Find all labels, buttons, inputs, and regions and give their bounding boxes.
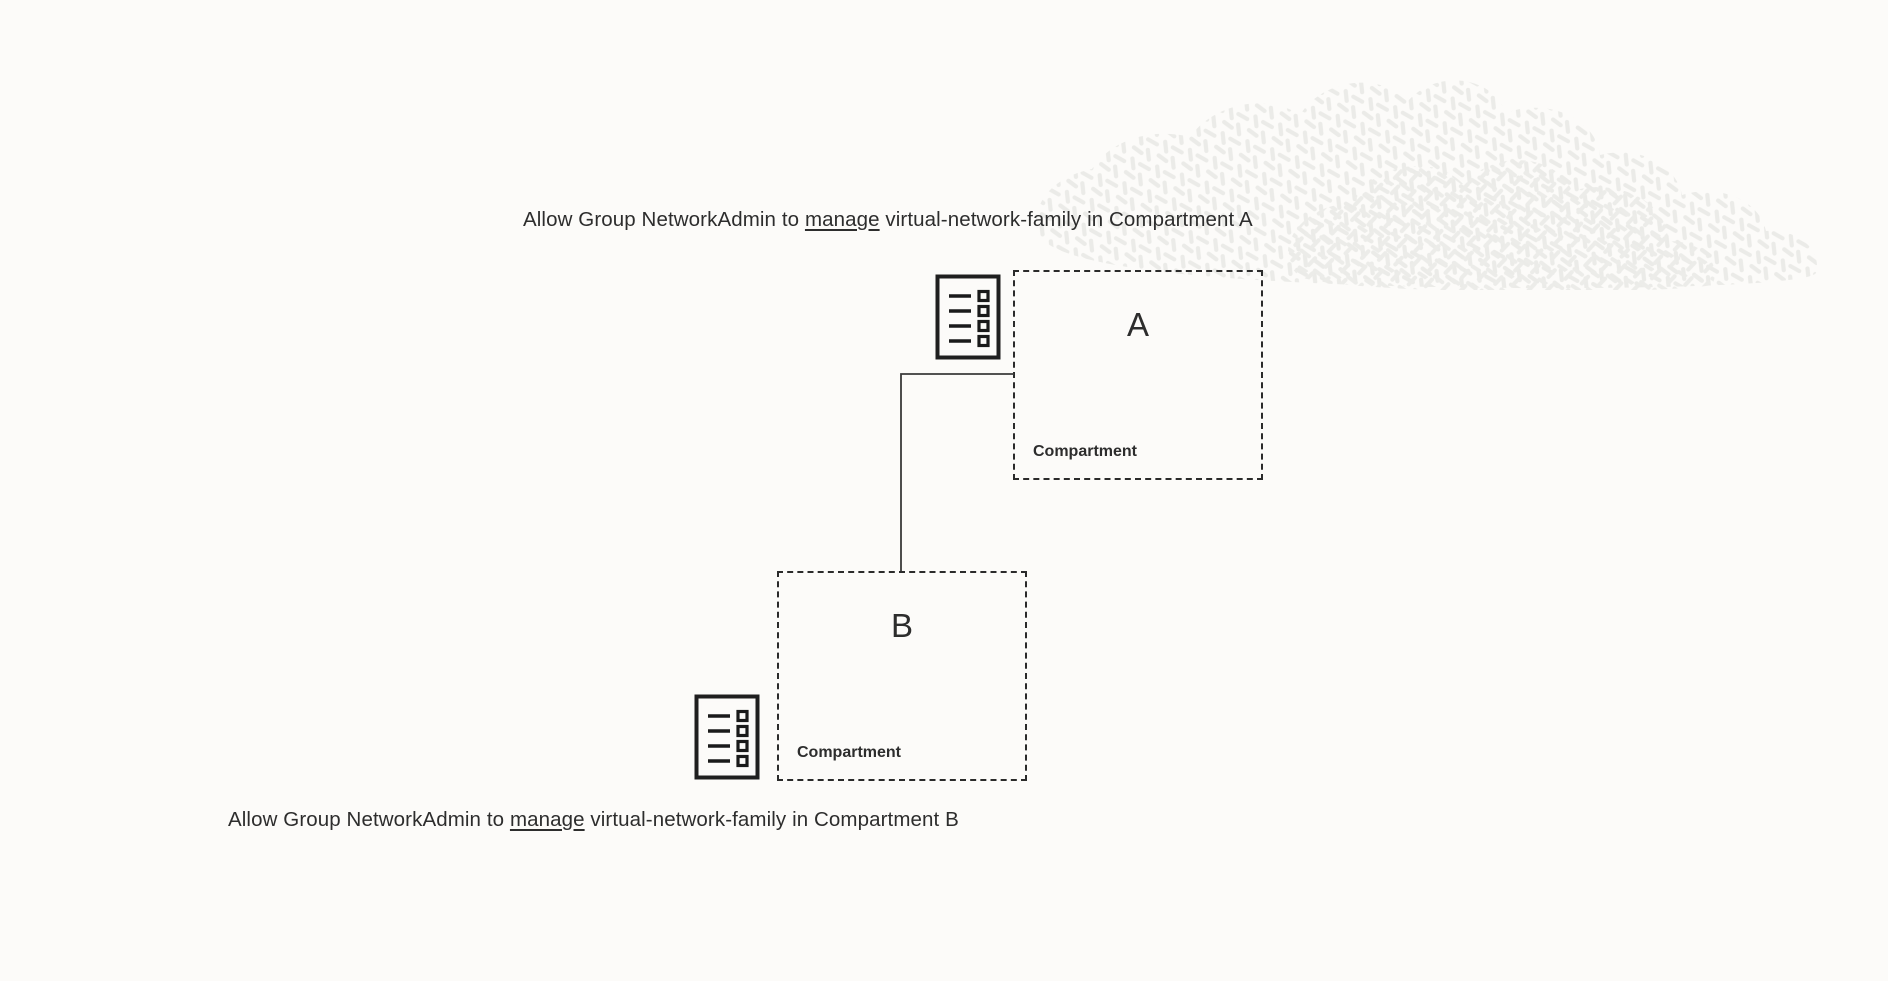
compartment-a-box[interactable]: A Compartment <box>1013 270 1263 480</box>
policy-b-suffix: virtual-network-family in Compartment B <box>584 808 959 831</box>
policy-statement-a: Allow Group NetworkAdmin to manage virtu… <box>523 208 1253 232</box>
policy-b-prefix: Allow Group NetworkAdmin to <box>228 808 510 831</box>
policy-a-verb: manage <box>804 208 880 231</box>
policy-statement-b: Allow Group NetworkAdmin to manage virtu… <box>228 808 959 832</box>
compartment-a-letter: A <box>1126 306 1149 343</box>
policy-document-icon[interactable] <box>694 694 760 780</box>
compartment-b-box[interactable]: B Compartment <box>777 571 1027 781</box>
compartment-a-label: Compartment <box>1033 443 1138 460</box>
cloud-texture-decoration <box>1036 80 1817 290</box>
compartment-b-letter: B <box>890 607 913 644</box>
compartment-b-label: Compartment <box>797 744 902 761</box>
policy-b-verb: manage <box>509 808 585 831</box>
parent-child-connector <box>900 373 1014 572</box>
policy-a-suffix: virtual-network-family in Compartment A <box>879 208 1253 231</box>
policy-a-prefix: Allow Group NetworkAdmin to <box>523 208 805 231</box>
policy-document-icon[interactable] <box>935 274 1001 360</box>
